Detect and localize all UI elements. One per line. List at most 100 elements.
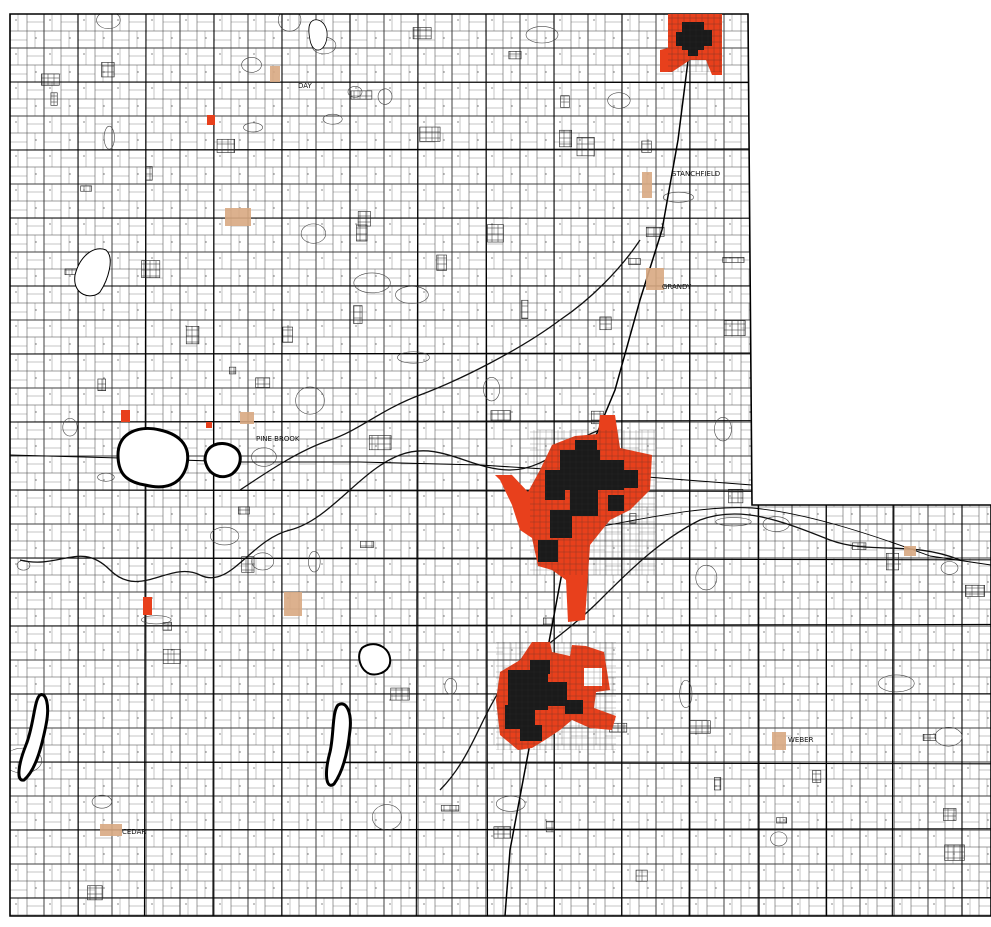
village-east [904,546,916,556]
subdivision-cluster [576,137,595,157]
subdivision-cluster [162,622,172,631]
subdivision-cluster [722,257,745,263]
wetland-contour [96,14,121,30]
village-cedar [100,824,122,836]
wetland-contour [243,122,263,133]
subdivision-cluster [237,506,250,515]
wetland-contour [679,679,693,708]
wetland-contour [715,517,752,527]
city-central [495,415,655,622]
subdivision-cluster [628,258,641,265]
subdivision-cluster [965,584,985,597]
subdivision-cluster [487,224,504,243]
wetland-contour [878,674,915,693]
wetland-contour [241,57,262,73]
subdivision-cluster [419,126,441,142]
label-stanchfield: STANCHFIELD [672,170,720,178]
wetland-contour [377,88,393,105]
wetland-contour [62,418,78,437]
lakes [17,19,392,787]
city-north [660,14,722,75]
subdivision-cluster [87,885,103,901]
lake-north-west [74,248,111,297]
town-labels: DAY STANCHFIELD GRANDY PINE BROOK WEBER … [122,82,814,836]
city-north-fine-grid [668,14,722,72]
subdivision-cluster [812,770,822,783]
city-central-fine-grid [530,430,655,575]
label-day: DAY [298,82,313,90]
red-parcel-2 [121,410,130,422]
village-pine-brook [240,412,254,424]
section-line [10,557,991,561]
lake-mid-south [358,643,392,676]
subdivision-cluster [490,410,511,423]
wetland-contour [278,14,302,32]
subdivision-cluster [141,260,161,278]
wetland-contour [934,727,963,747]
subdivision-cluster [724,320,746,336]
subdivision-cluster [508,51,522,60]
lake-southwest [17,693,50,782]
wetland-contour [483,376,501,402]
wetland-contour [714,416,732,442]
subdivision-cluster [145,166,153,181]
wetland-contour [395,286,429,304]
label-cedar: CEDAR [122,828,146,836]
wetland-contour [397,351,430,364]
subdivision-cluster [228,366,237,375]
village-stanchfield [642,172,652,198]
subdivision-cluster [185,326,200,345]
wetland-contour [444,677,458,695]
subdivision-cluster [714,777,722,791]
wetland-contour [97,472,115,482]
label-weber: WEBER [788,736,814,744]
subdivision-cluster [357,211,371,227]
section-line [10,761,991,765]
county-boundary [9,13,991,917]
wetland-contour [300,223,327,244]
subdivision-cluster [645,226,665,237]
subdivision-cluster [641,140,652,153]
village-weber [772,732,786,750]
wetland-contour [525,26,559,44]
subdivision-cluster [599,316,612,331]
subdivision-cluster [255,377,271,388]
subdivision-cluster [360,541,374,548]
red-parcels [121,115,215,615]
wetland-contour [210,526,240,546]
wetland-contour [762,516,790,532]
subdivision-cluster [635,869,648,882]
label-grandy: GRANDY [662,283,692,291]
subdivision-cluster [97,378,106,392]
city-south [496,642,616,750]
wetland-contour [251,552,275,571]
subdivision-cluster [543,617,555,626]
wetland-contour [770,831,788,847]
red-parcel-1 [207,115,215,125]
wetland-contour [695,564,718,591]
subdivision-cluster [922,734,937,741]
wetland-contour [496,795,526,812]
subdivision-cluster [560,95,570,108]
subdivision-cluster [282,326,293,343]
red-parcel-3 [143,597,152,615]
subdivision-cluster [353,305,363,324]
subdivision-cluster [944,844,965,861]
subdivision-cluster [412,27,432,40]
village-west-mid [284,592,302,616]
subdivision-cluster [728,488,744,504]
lake-large-west [116,426,190,489]
wetland-contour [662,191,694,203]
wetland-contour [322,113,343,125]
wetland-contour [607,92,631,109]
village-day [270,66,280,82]
subdivision-cluster [50,92,58,106]
subdivision-cluster [545,820,555,833]
village-highlights [100,66,916,836]
subdivision-cluster [368,435,392,451]
wetland-contour [140,615,172,625]
section-line [10,623,991,627]
subdivision-cluster [41,73,60,86]
